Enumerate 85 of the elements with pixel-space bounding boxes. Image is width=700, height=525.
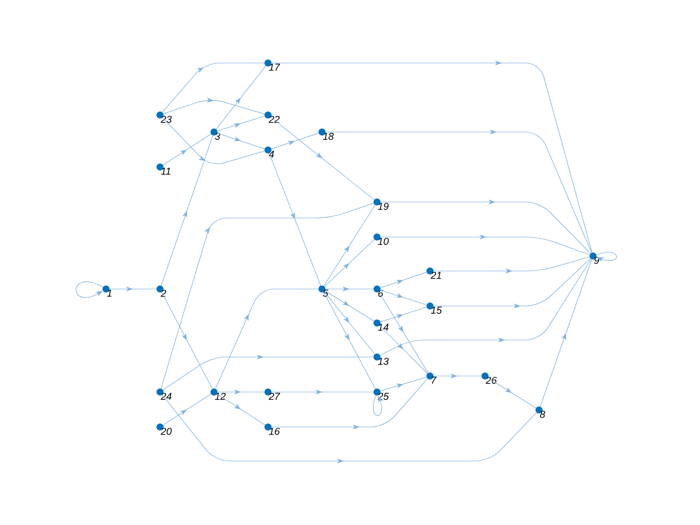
arrow [380, 306, 427, 322]
graph-node: 21 [426, 268, 441, 279]
arrow [271, 60, 592, 253]
graph-node: 1 [102, 286, 112, 297]
node-label: 19 [378, 202, 389, 210]
node-label: 12 [215, 392, 226, 400]
node-label: 16 [269, 428, 280, 435]
node-label: 20 [160, 428, 172, 435]
arrow [324, 239, 375, 287]
node-label: 5 [322, 290, 328, 297]
arrow [380, 199, 591, 254]
arrow [216, 66, 266, 130]
node-label: 23 [160, 116, 172, 123]
graph-node: 22 [264, 112, 280, 123]
arrow [325, 129, 592, 253]
arrow [323, 292, 376, 390]
arrow [215, 288, 319, 389]
arrow [379, 325, 428, 374]
node-label: 27 [268, 392, 280, 400]
graph-node: 5 [318, 286, 328, 297]
arrow [160, 202, 374, 389]
arrow [380, 234, 590, 256]
node-label: 10 [378, 238, 389, 245]
node-label: 2 [160, 290, 166, 297]
arrow [161, 292, 213, 390]
node-label: 24 [160, 392, 172, 400]
arrow [324, 290, 374, 322]
arrow [596, 252, 617, 262]
node-label: 8 [540, 410, 546, 418]
arrow [216, 394, 266, 426]
node-label: 22 [268, 116, 280, 123]
arrow [76, 282, 104, 298]
arrow [488, 378, 536, 408]
arrow [160, 135, 214, 286]
graph-node: 13 [374, 354, 389, 365]
node-label: 3 [214, 132, 220, 140]
graph-node: 18 [318, 128, 334, 140]
graph-node: 10 [374, 234, 389, 245]
node-label: 26 [486, 376, 497, 384]
node-label: 17 [269, 64, 280, 71]
node-label: 21 [430, 272, 441, 279]
graph-node: 14 [374, 320, 388, 331]
arrow [269, 153, 321, 286]
arrow [270, 117, 374, 200]
graph-node: 7 [426, 372, 437, 384]
graph-node: 16 [264, 424, 280, 435]
graph-node: 2 [156, 286, 166, 297]
arrow [217, 116, 265, 132]
arrow [162, 134, 212, 166]
arrow [217, 132, 265, 150]
graph-node: 26 [482, 372, 497, 384]
graph-node: 15 [426, 302, 442, 314]
arrow [162, 62, 265, 112]
arrow [163, 98, 265, 114]
graph-node: 6 [374, 286, 384, 297]
arrow [324, 292, 375, 354]
arrow [162, 394, 212, 426]
arrow [380, 258, 592, 356]
node-label: 6 [378, 290, 384, 297]
arrow [380, 290, 427, 306]
graph-node: 17 [264, 60, 280, 71]
node-label: 7 [432, 376, 437, 384]
node-label: 11 [161, 168, 170, 175]
graph-node: 4 [264, 146, 274, 158]
arrow [540, 259, 592, 407]
graph-node: 8 [536, 406, 546, 418]
graph-node: 20 [156, 424, 172, 435]
arrow [271, 132, 319, 150]
arrow [162, 354, 374, 390]
graph-node: 19 [374, 198, 389, 210]
node-label: 15 [431, 306, 442, 314]
graph-node: 23 [156, 112, 172, 123]
node-label: 18 [323, 132, 334, 140]
graph-node: 3 [210, 128, 220, 140]
graph-node: 12 [210, 388, 226, 400]
arrow [378, 292, 428, 374]
arrow [162, 117, 265, 164]
graph-node: 24 [156, 388, 172, 400]
arrow [380, 376, 427, 392]
arrow [380, 272, 427, 288]
graph-node: 11 [156, 164, 170, 175]
node-label: 14 [378, 324, 388, 331]
arrow [324, 204, 376, 286]
node-label: 13 [378, 358, 389, 365]
graph-node: 27 [264, 388, 280, 400]
